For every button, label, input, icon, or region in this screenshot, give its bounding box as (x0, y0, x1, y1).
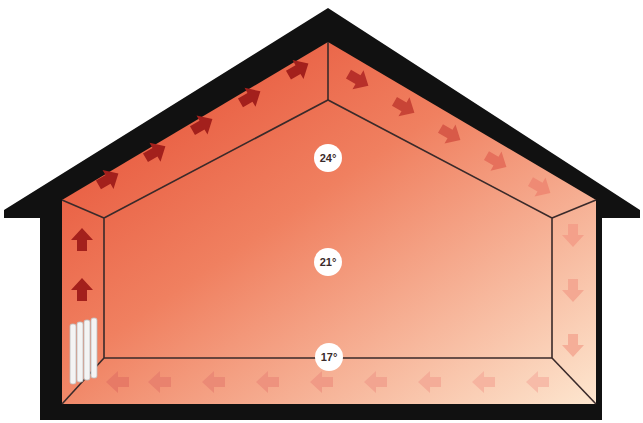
airflow-arrow (389, 92, 420, 123)
temperature-circle: 17° (315, 343, 343, 371)
airflow-arrow (562, 279, 584, 302)
temperature-circle: 21° (314, 248, 342, 276)
airflow-arrow (435, 119, 466, 150)
airflow-arrow (106, 371, 129, 393)
airflow-arrow (310, 371, 333, 393)
airflow-arrow (418, 371, 441, 393)
airflow-arrow (187, 110, 218, 141)
airflow-arrow (562, 334, 584, 357)
airflow-arrow (93, 164, 124, 195)
temperature-label: 21° (320, 256, 337, 268)
airflow-arrow (525, 172, 556, 203)
temperature-label: 24° (320, 152, 337, 164)
airflow-arrow (71, 278, 93, 301)
airflow-arrow (283, 54, 314, 85)
airflow-arrow (481, 146, 512, 177)
airflow-arrow (140, 137, 171, 168)
temperature-label: 17° (321, 351, 338, 363)
airflow-arrow (343, 65, 374, 96)
airflow-arrow (202, 371, 225, 393)
airflow-arrow (472, 371, 495, 393)
airflow-arrows (71, 54, 584, 393)
airflow-arrow (526, 371, 549, 393)
airflow-arrow (562, 224, 584, 247)
airflow-arrow (148, 371, 171, 393)
house-outline (4, 8, 640, 420)
airflow-arrow (235, 82, 266, 113)
airflow-arrow (256, 371, 279, 393)
airflow-arrow (364, 371, 387, 393)
room-interior (62, 42, 596, 404)
radiator-symbol (70, 318, 97, 384)
airflow-arrow (71, 228, 93, 251)
temperature-circle: 24° (314, 144, 342, 172)
room-edges (62, 42, 596, 404)
